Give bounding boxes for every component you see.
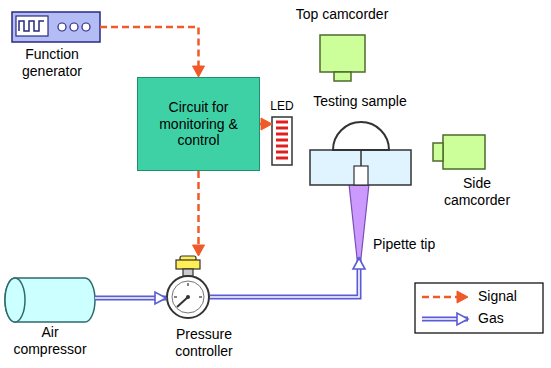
legend-sample (422, 291, 468, 303)
camcorder-icon (433, 135, 485, 169)
testing-sample (310, 122, 411, 185)
arrowhead (193, 245, 205, 256)
arrowhead (457, 313, 468, 325)
signal-connector (100, 27, 205, 77)
arrowhead (193, 66, 205, 77)
signal-connector (193, 171, 205, 256)
node-label: Pipette tip (373, 236, 463, 253)
gas-line (210, 258, 359, 297)
arrowhead (353, 258, 365, 269)
pressure-controller-icon (167, 256, 209, 318)
pipette-tip: Pipette tip (347, 184, 371, 258)
node-label: Pressure controller (164, 326, 244, 360)
arrowhead (155, 292, 166, 304)
function-generator-icon (12, 12, 100, 42)
air-compressor-icon (5, 278, 95, 322)
gas-connector (95, 292, 166, 304)
control-circuit-box: Circuit for monitoring & control (137, 77, 260, 171)
legend-label: Gas (478, 310, 504, 327)
node-label: Side camcorder (437, 175, 517, 209)
led: LED (272, 117, 292, 165)
signal-line (100, 27, 199, 70)
pipette-tip (349, 184, 369, 258)
node-label: LED (262, 99, 302, 113)
node-label: Top camcorder (287, 6, 397, 23)
camcorder: Top camcorder (320, 35, 365, 82)
pressure-controller: Pressure controller (166, 256, 210, 319)
node-label: Testing sample (300, 93, 420, 110)
led-array (272, 117, 292, 165)
testing-sample: Testing sample (310, 122, 411, 185)
signal-line (422, 296, 461, 299)
legend-sample (422, 313, 468, 325)
camcorder: Side camcorder (432, 135, 485, 169)
air-compressor: Air compressor (5, 278, 95, 322)
arrowhead (261, 118, 272, 130)
gas-line-core (210, 258, 359, 297)
signal-line (197, 171, 200, 249)
arrowhead (457, 291, 468, 303)
box-label: Circuit for monitoring & control (138, 99, 259, 149)
legend-label: Signal (478, 288, 517, 305)
gas-connector (210, 258, 365, 297)
node-label: Function generator (12, 46, 92, 80)
camcorder-icon (320, 35, 365, 81)
node-label: Air compressor (10, 324, 90, 358)
signal-connector (260, 118, 272, 130)
function-generator: Function generator (12, 12, 100, 42)
legend-frame (415, 283, 543, 333)
